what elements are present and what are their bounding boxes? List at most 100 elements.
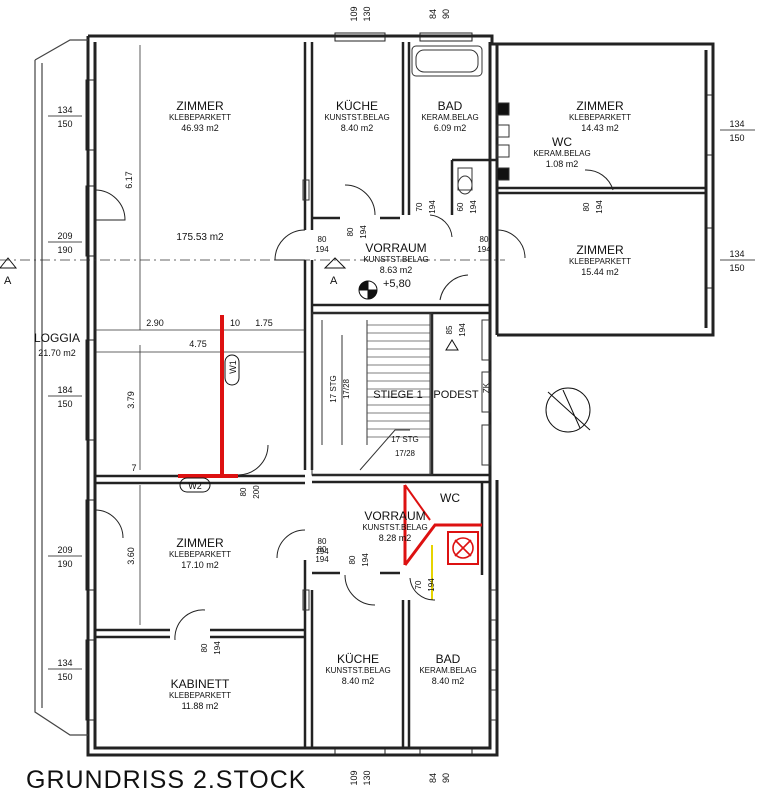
section-markers — [0, 257, 591, 493]
door-width: 80 — [318, 537, 327, 546]
window-left-height: 150 — [57, 672, 72, 682]
room-name-zimmer-4: ZIMMER — [176, 536, 224, 550]
room-area-zimmer-3: 15.44 m2 — [581, 267, 619, 277]
dim-top-130: 130 — [362, 6, 372, 21]
stg-upper-ratio: 17/28 — [342, 378, 351, 399]
red-markup — [178, 315, 482, 566]
dim-7: 7 — [131, 463, 136, 473]
door-width: 80 — [480, 235, 489, 244]
toilet — [457, 167, 473, 191]
room-floor-zimmer-1: KLEBEPARKETT — [169, 113, 231, 122]
room-floor-wc-1: KERAM.BELAG — [533, 149, 590, 158]
door-height: 194 — [595, 200, 604, 214]
room-area-bad-1: 6.09 m2 — [434, 123, 467, 133]
door-height: 194 — [458, 323, 467, 337]
window-left-width: 209 — [57, 545, 72, 555]
room-area-zimmer-1: 46.93 m2 — [181, 123, 219, 133]
room-floor-kueche-1: KUNSTST.BELAG — [324, 113, 389, 122]
door-width: 70 — [415, 202, 424, 211]
door-height: 194 — [315, 547, 329, 556]
level-label: +5,80 — [383, 278, 411, 290]
window-left-width: 184 — [57, 385, 72, 395]
room-name-loggia: LOGGIA — [34, 331, 80, 345]
dim-top-109: 109 — [349, 6, 359, 21]
dim-475: 4.75 — [189, 339, 207, 349]
room-area-vorraum-2: 8.28 m2 — [379, 533, 412, 543]
door-width: 80 — [348, 555, 357, 564]
dim-290: 2.90 — [146, 318, 164, 328]
room-name-kueche-1: KÜCHE — [336, 99, 378, 113]
door-height: 200 — [252, 485, 261, 499]
window-left-height: 150 — [57, 399, 72, 409]
room-name-wc-1: WC — [552, 135, 572, 149]
window-left-height: 190 — [57, 559, 72, 569]
dim-bot-90: 90 — [441, 773, 451, 783]
door-height: 194 — [361, 553, 370, 567]
dim-360: 3.60 — [126, 547, 136, 565]
stg-lower-ratio: 17/28 — [395, 449, 416, 458]
dim-10: 10 — [230, 318, 240, 328]
door-width: 80 — [318, 235, 327, 244]
dimension-lines — [0, 45, 505, 625]
room-name-bad-1: BAD — [438, 99, 463, 113]
loggia-outline — [34, 39, 88, 736]
podest-label: PODEST — [433, 389, 479, 401]
door-width: 85 — [445, 325, 454, 334]
window-right-width: 134 — [729, 119, 744, 129]
door-width: 80 — [318, 545, 327, 554]
room-name-vorraum-1: VORRAUM — [365, 241, 426, 255]
room-area-vorraum-1: 8.63 m2 — [380, 265, 413, 275]
interior-walls — [95, 42, 706, 748]
north-arrow — [545, 387, 591, 433]
zk-label: ZK — [482, 382, 491, 393]
room-floor-kabinett: KLEBEPARKETT — [169, 691, 231, 700]
room-floor-vorraum-1: KUNSTST.BELAG — [363, 255, 428, 264]
room-floor-vorraum-2: KUNSTST.BELAG — [362, 523, 427, 532]
window-marks — [85, 32, 714, 757]
dim-top-90: 90 — [441, 9, 451, 19]
dim-617: 6.17 — [124, 171, 134, 189]
dim-bot-84: 84 — [428, 773, 438, 783]
room-name-vorraum-2: VORRAUM — [364, 509, 425, 523]
door-swings — [94, 169, 614, 641]
room-area-zimmer-4: 17.10 m2 — [181, 560, 219, 570]
stg-lower: 17 STG — [391, 435, 419, 444]
dim-bot-130: 130 — [362, 770, 372, 785]
window-dimension-labels: 1341502091901841502091901341501341501341… — [48, 105, 755, 682]
door-width: 70 — [414, 580, 423, 589]
door-height: 194 — [428, 200, 437, 214]
door-width: 80 — [346, 227, 355, 236]
door-height: 194 — [315, 555, 329, 564]
section-a-left: A — [4, 275, 12, 287]
window-left-height: 150 — [57, 119, 72, 129]
total-area-label: 175.53 m2 — [176, 232, 224, 243]
window-left-width: 134 — [57, 105, 72, 115]
plan-labels: 175.53 m2 +5,80 STIEGE 1 PODEST WC A A W… — [4, 232, 491, 505]
room-name-zimmer-3: ZIMMER — [576, 243, 624, 257]
door-height: 194 — [477, 245, 491, 254]
room-area-kueche-1: 8.40 m2 — [341, 123, 374, 133]
room-area-loggia: 21.70 m2 — [38, 348, 76, 358]
door-height: 194 — [315, 245, 329, 254]
window-right-width: 134 — [729, 249, 744, 259]
wall-marker-w2 — [179, 477, 211, 493]
dim-379: 3.79 — [126, 391, 136, 409]
door-width: 80 — [239, 487, 248, 496]
door-height: 194 — [359, 225, 368, 239]
window-right-height: 150 — [729, 263, 744, 273]
room-floor-zimmer-3: KLEBEPARKETT — [569, 257, 631, 266]
dimension-labels: 6.17 2.90 10 1.75 4.75 3.79 7 3.60 109 1… — [124, 6, 451, 785]
plan-title: GRUNDRISS 2.STOCK — [26, 766, 307, 794]
dim-top-84: 84 — [428, 9, 438, 19]
room-name-zimmer-1: ZIMMER — [176, 99, 224, 113]
dim-175: 1.75 — [255, 318, 273, 328]
room-name-zimmer-2: ZIMMER — [576, 99, 624, 113]
room-area-kabinett: 11.88 m2 — [182, 701, 219, 711]
bathtub — [411, 45, 483, 77]
red-equipment — [431, 531, 479, 600]
door-height: 194 — [427, 578, 436, 592]
room-name-kabinett: KABINETT — [171, 677, 230, 691]
window-right-height: 150 — [729, 133, 744, 143]
room-area-zimmer-2: 14.43 m2 — [581, 123, 619, 133]
